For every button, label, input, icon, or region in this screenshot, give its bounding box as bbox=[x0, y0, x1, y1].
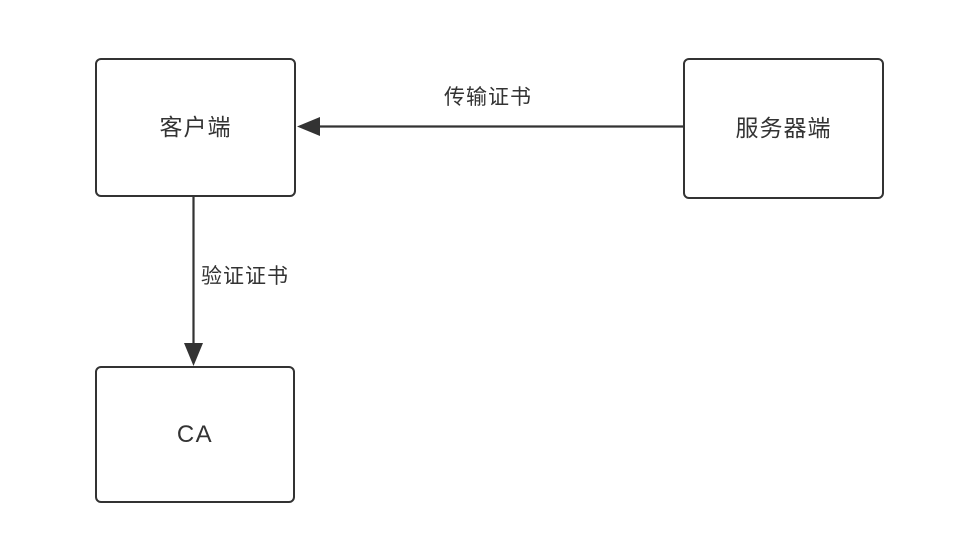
edge-verify-certificate bbox=[184, 197, 203, 366]
edge-transmit-certificate bbox=[297, 117, 683, 136]
node-client-label: 客户端 bbox=[159, 114, 232, 140]
edge-label-verify-certificate: 验证证书 bbox=[201, 265, 289, 288]
node-server-label: 服务器端 bbox=[735, 115, 832, 141]
node-client[interactable]: 客户端 bbox=[95, 58, 296, 197]
edge-transmit-arrowhead-icon bbox=[297, 117, 320, 136]
node-server[interactable]: 服务器端 bbox=[683, 58, 884, 199]
edge-verify-arrowhead-icon bbox=[184, 343, 203, 366]
node-ca-label: CA bbox=[176, 420, 214, 448]
node-ca[interactable]: CA bbox=[95, 366, 295, 503]
edge-label-transmit-certificate: 传输证书 bbox=[444, 86, 532, 109]
